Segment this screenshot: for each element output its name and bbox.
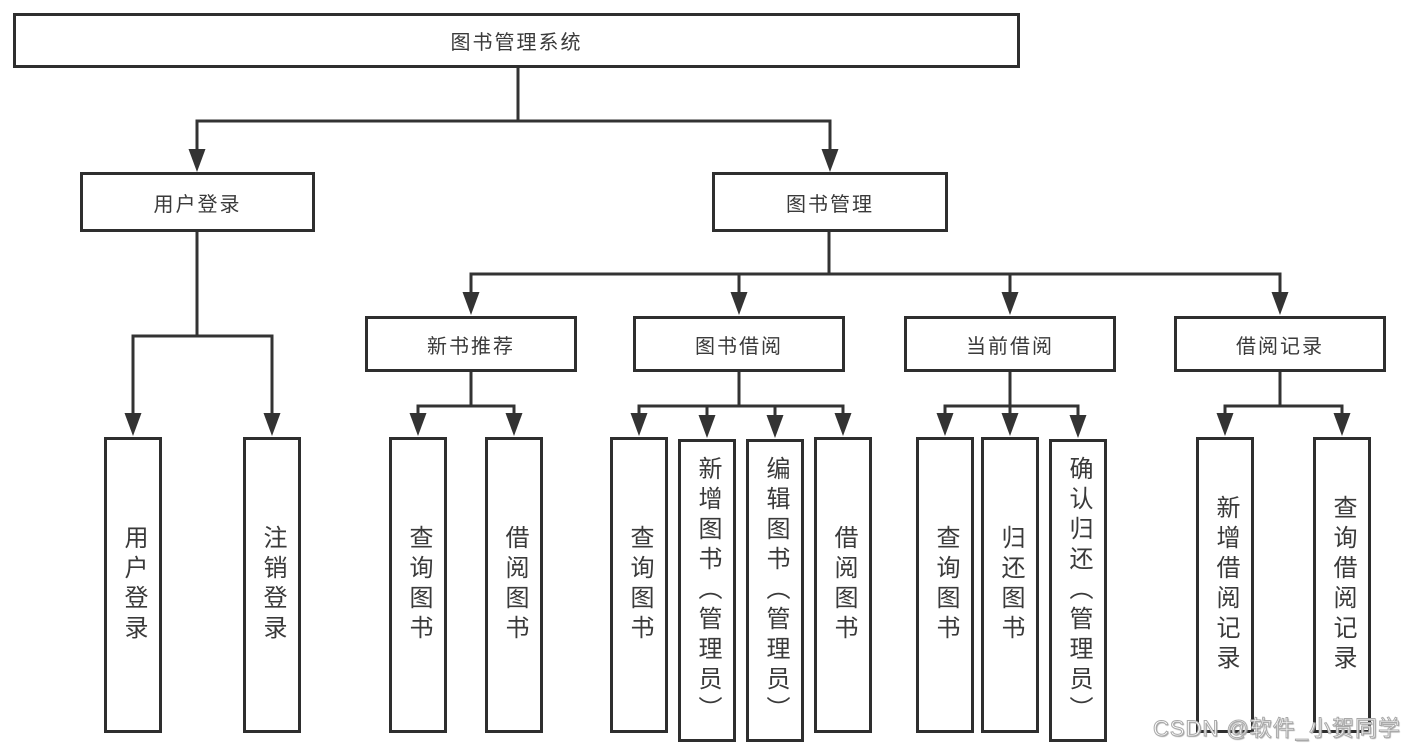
leaf-borrowing-edit-books-admin-label: 编辑图书（管理员） bbox=[762, 455, 789, 726]
node-book-borrowing-label: 图书借阅 bbox=[695, 335, 783, 358]
csdn-watermark: CSDN @软件_小贺同学 bbox=[1152, 716, 1401, 742]
node-current-borrowing: 当前借阅 bbox=[904, 316, 1116, 372]
node-current-borrowing-label: 当前借阅 bbox=[966, 335, 1054, 358]
leaf-current-return-books: 归还图书 bbox=[981, 437, 1039, 733]
leaf-current-query-books: 查询图书 bbox=[916, 437, 974, 733]
node-book-management-label: 图书管理 bbox=[786, 193, 874, 216]
leaf-newbook-borrow-books: 借阅图书 bbox=[485, 437, 543, 733]
leaf-records-add-borrow-record: 新增借阅记录 bbox=[1196, 437, 1254, 733]
leaf-borrowing-add-books-admin: 新增图书（管理员） bbox=[678, 439, 736, 742]
node-borrowing-records-label: 借阅记录 bbox=[1236, 335, 1324, 358]
leaf-current-confirm-return-admin: 确认归还（管理员） bbox=[1049, 439, 1107, 742]
leaf-records-query-borrow-record: 查询借阅记录 bbox=[1313, 437, 1371, 733]
node-book-management: 图书管理 bbox=[712, 172, 948, 232]
leaf-newbook-borrow-books-label: 借阅图书 bbox=[501, 525, 528, 645]
leaf-borrowing-edit-books-admin: 编辑图书（管理员） bbox=[746, 439, 804, 742]
leaf-logout: 注销登录 bbox=[243, 437, 301, 733]
leaf-logout-label: 注销登录 bbox=[259, 525, 286, 645]
leaf-records-add-borrow-record-label: 新增借阅记录 bbox=[1212, 495, 1239, 675]
node-user-login-label: 用户登录 bbox=[153, 193, 242, 216]
node-root-library-management-system: 图书管理系统 bbox=[13, 13, 1020, 68]
node-user-login: 用户登录 bbox=[80, 172, 315, 232]
node-new-book-recommendation: 新书推荐 bbox=[365, 316, 577, 372]
leaf-current-return-books-label: 归还图书 bbox=[997, 525, 1024, 645]
leaf-newbook-query-books-label: 查询图书 bbox=[405, 525, 432, 645]
node-borrowing-records: 借阅记录 bbox=[1174, 316, 1386, 372]
leaf-borrowing-borrow-books: 借阅图书 bbox=[814, 437, 872, 733]
leaf-borrowing-add-books-admin-label: 新增图书（管理员） bbox=[694, 455, 721, 726]
leaf-current-query-books-label: 查询图书 bbox=[932, 525, 959, 645]
leaf-newbook-query-books: 查询图书 bbox=[389, 437, 447, 733]
node-new-book-recommendation-label: 新书推荐 bbox=[427, 335, 515, 358]
node-book-borrowing: 图书借阅 bbox=[633, 316, 845, 372]
node-root-label: 图书管理系统 bbox=[450, 32, 583, 54]
leaf-borrowing-query-books-label: 查询图书 bbox=[626, 525, 653, 645]
leaf-borrowing-borrow-books-label: 借阅图书 bbox=[830, 525, 857, 645]
leaf-current-confirm-return-admin-label: 确认归还（管理员） bbox=[1065, 455, 1092, 726]
leaf-records-query-borrow-record-label: 查询借阅记录 bbox=[1329, 495, 1356, 675]
leaf-user-login: 用户登录 bbox=[104, 437, 162, 733]
leaf-user-login-label: 用户登录 bbox=[120, 525, 147, 645]
leaf-borrowing-query-books: 查询图书 bbox=[610, 437, 668, 733]
